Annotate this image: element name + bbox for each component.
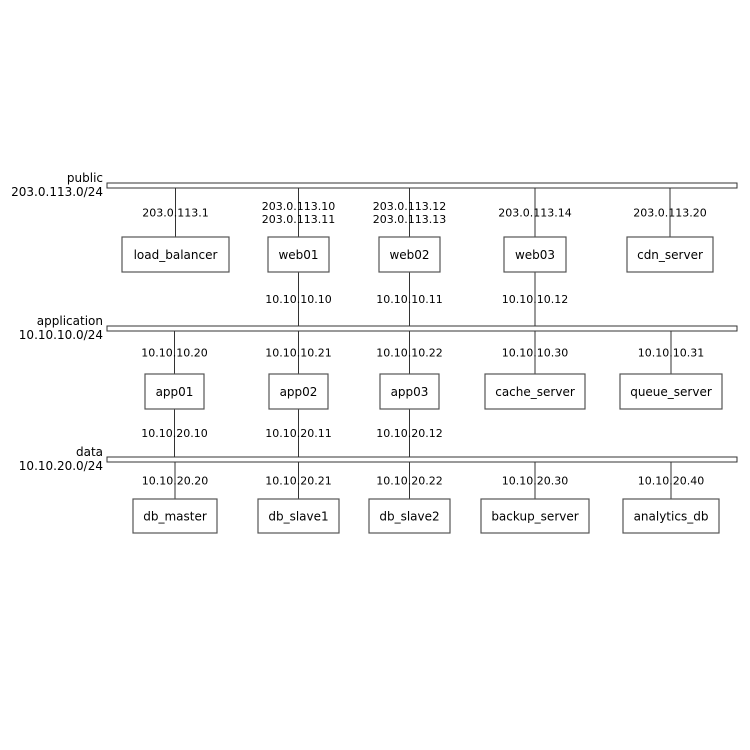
- ip-address-label: 10.10.10.20: [141, 347, 207, 360]
- node-box[interactable]: [626, 236, 714, 273]
- node-app03[interactable]: app03: [379, 373, 440, 410]
- node-label: queue_server: [630, 385, 712, 399]
- network-name: public: [67, 171, 103, 185]
- ip-address-label: 10.10.20.10: [141, 427, 207, 440]
- node-cdn_server[interactable]: cdn_server: [626, 236, 714, 273]
- ip-address-label: 10.10.10.22: [376, 347, 442, 360]
- node-web01[interactable]: web01: [267, 236, 330, 273]
- node-cache_server[interactable]: cache_server: [484, 373, 586, 410]
- node-box[interactable]: [144, 373, 205, 410]
- node-label: db_slave2: [379, 510, 439, 524]
- node-label: backup_server: [491, 510, 578, 524]
- ip-address-label: 203.0.113.13: [373, 213, 446, 226]
- ip-address-label: 10.10.20.12: [376, 427, 442, 440]
- ip-address-label: 10.10.10.12: [502, 293, 568, 306]
- ip-address-label: 203.0.113.10: [262, 200, 335, 213]
- node-box[interactable]: [619, 373, 723, 410]
- ip-address-label: 10.10.20.11: [265, 427, 331, 440]
- network-bus[interactable]: [106, 456, 738, 463]
- node-label: web02: [389, 248, 429, 262]
- node-box[interactable]: [379, 373, 440, 410]
- node-box[interactable]: [480, 498, 590, 534]
- network-address: 10.10.20.0/24: [19, 459, 103, 473]
- ip-address-label: 10.10.20.20: [142, 475, 208, 488]
- node-label: db_master: [143, 510, 207, 524]
- ip-address-label: 10.10.10.21: [265, 347, 331, 360]
- ip-address-label: 203.0.113.12: [373, 200, 446, 213]
- node-box[interactable]: [484, 373, 586, 410]
- node-label: web03: [515, 248, 555, 262]
- ip-address-label: 203.0.113.11: [262, 213, 335, 226]
- node-db_slave1[interactable]: db_slave1: [257, 498, 340, 534]
- node-label: load_balancer: [134, 248, 218, 262]
- ip-address-label: 10.10.10.30: [502, 347, 568, 360]
- node-box[interactable]: [257, 498, 340, 534]
- node-backup_server[interactable]: backup_server: [480, 498, 590, 534]
- node-box[interactable]: [121, 236, 230, 273]
- node-label: app03: [391, 385, 429, 399]
- network-address: 203.0.113.0/24: [11, 185, 103, 199]
- node-label: cache_server: [495, 385, 575, 399]
- ip-address-label: 203.0.113.20: [633, 207, 706, 220]
- ip-address-label: 10.10.20.30: [502, 475, 568, 488]
- node-db_slave2[interactable]: db_slave2: [368, 498, 451, 534]
- node-app02[interactable]: app02: [268, 373, 329, 410]
- node-label: analytics_db: [634, 510, 709, 524]
- node-box[interactable]: [622, 498, 720, 534]
- node-web02[interactable]: web02: [378, 236, 441, 273]
- node-box[interactable]: [267, 236, 330, 273]
- ip-address-label: 203.0.113.1: [142, 207, 208, 220]
- node-box[interactable]: [268, 373, 329, 410]
- node-label: db_slave1: [268, 510, 328, 524]
- node-label: cdn_server: [637, 248, 703, 262]
- network-address: 10.10.10.0/24: [19, 328, 103, 342]
- network-name: application: [37, 314, 103, 328]
- node-label: app02: [280, 385, 318, 399]
- ip-address-label: 203.0.113.14: [498, 207, 571, 220]
- node-app01[interactable]: app01: [144, 373, 205, 410]
- node-box[interactable]: [503, 236, 567, 273]
- ip-address-label: 10.10.10.31: [638, 347, 704, 360]
- node-queue_server[interactable]: queue_server: [619, 373, 723, 410]
- ip-address-label: 10.10.10.11: [376, 293, 442, 306]
- node-label: app01: [156, 385, 194, 399]
- ip-address-label: 10.10.20.21: [265, 475, 331, 488]
- node-label: web01: [278, 248, 318, 262]
- node-box[interactable]: [368, 498, 451, 534]
- node-db_master[interactable]: db_master: [132, 498, 218, 534]
- network-bus[interactable]: [106, 325, 738, 332]
- node-box[interactable]: [132, 498, 218, 534]
- node-load_balancer[interactable]: load_balancer: [121, 236, 230, 273]
- ip-address-label: 10.10.20.40: [638, 475, 704, 488]
- node-box[interactable]: [378, 236, 441, 273]
- ip-address-label: 10.10.20.22: [376, 475, 442, 488]
- ip-address-label: 10.10.10.10: [265, 293, 331, 306]
- network-bus[interactable]: [106, 182, 738, 189]
- network-name: data: [76, 445, 103, 459]
- node-analytics_db[interactable]: analytics_db: [622, 498, 720, 534]
- node-web03[interactable]: web03: [503, 236, 567, 273]
